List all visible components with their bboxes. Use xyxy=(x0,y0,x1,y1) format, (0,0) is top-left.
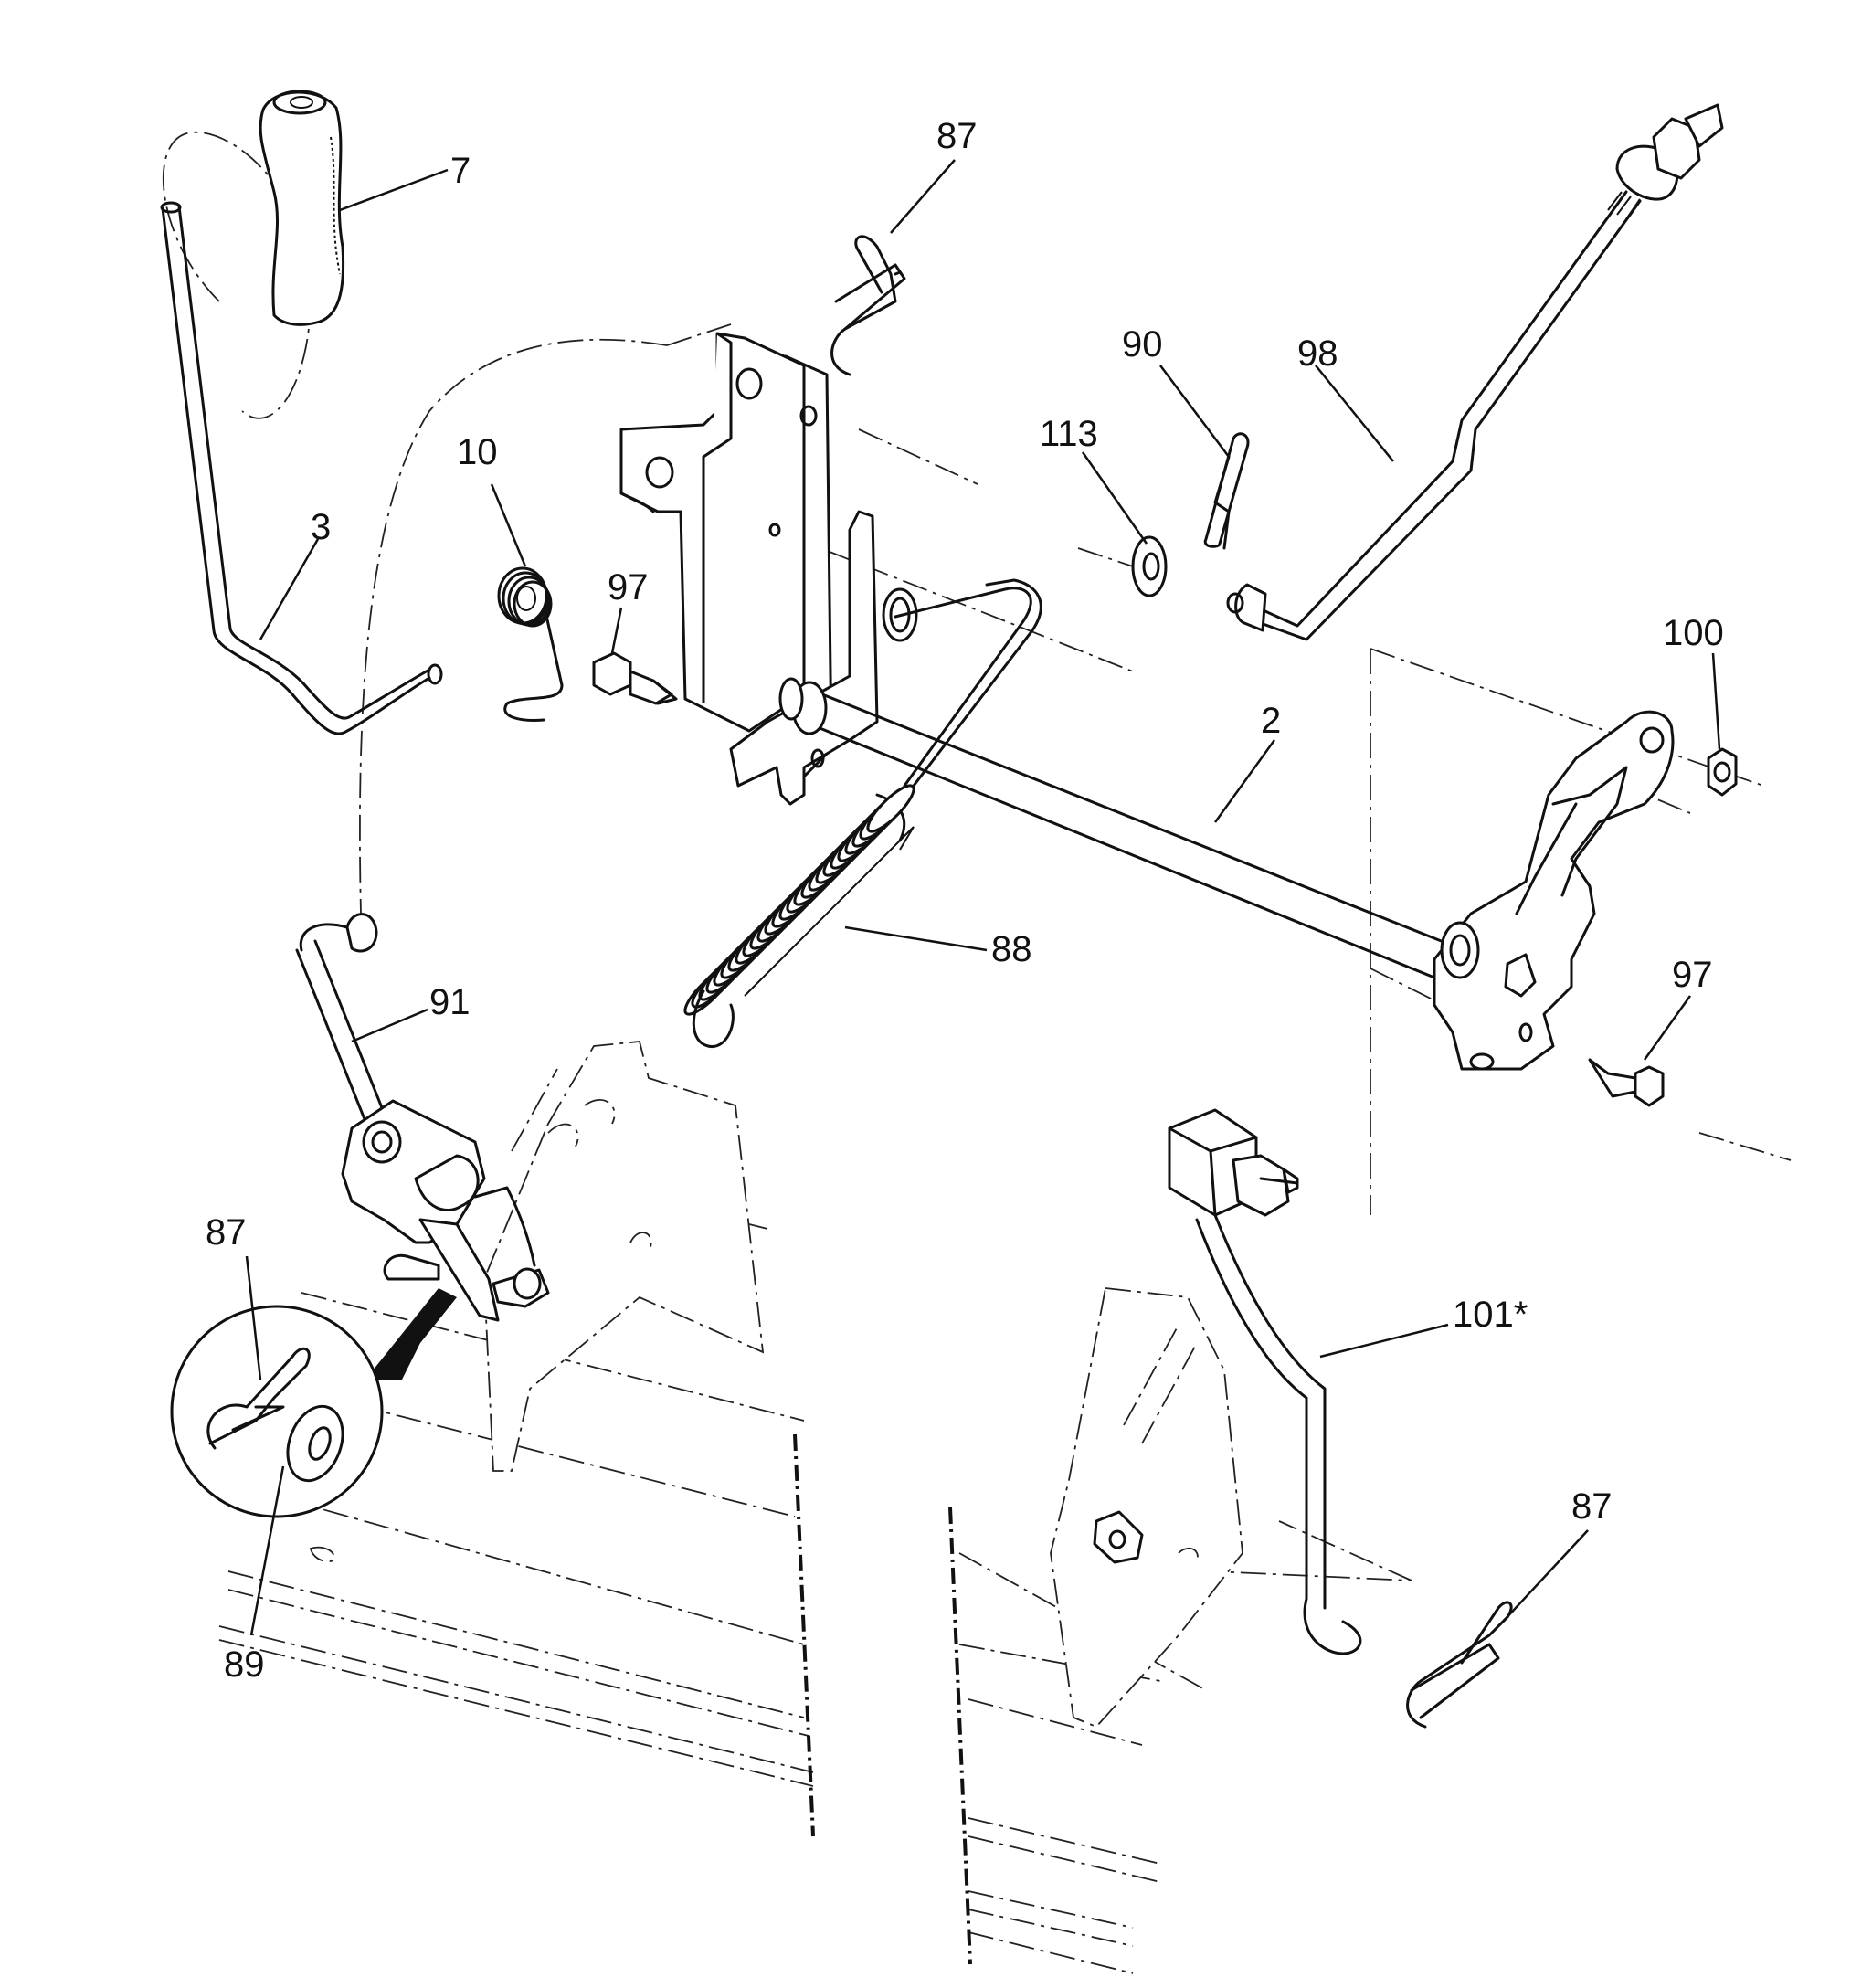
callout-100: 100 xyxy=(1663,613,1724,653)
callout-87-left: 87 xyxy=(206,1212,247,1253)
lift-lever-rod xyxy=(160,201,443,735)
callout-3: 3 xyxy=(311,507,331,547)
detail-circle xyxy=(170,1288,457,1518)
callout-89: 89 xyxy=(224,1644,265,1685)
bracket-pin xyxy=(1093,1510,1144,1564)
phantom-lines xyxy=(162,132,1792,1974)
washer-113 xyxy=(1131,535,1168,597)
extension-spring xyxy=(683,784,915,1048)
callout-97-left: 97 xyxy=(608,567,649,608)
deck-arm-left xyxy=(341,1099,550,1322)
hex-nut xyxy=(1707,747,1738,797)
callout-labels: 7 87 90 98 113 10 3 97 2 100 88 91 97 87… xyxy=(206,116,1724,1685)
lift-arm-right xyxy=(1433,710,1675,1071)
callout-87-top: 87 xyxy=(936,116,978,156)
handle-grip xyxy=(259,90,345,326)
callout-113: 113 xyxy=(1040,414,1098,454)
hitch-pin-clip-bottom xyxy=(1406,1601,1513,1729)
callout-101: 101* xyxy=(1453,1295,1528,1335)
callout-90: 90 xyxy=(1122,324,1163,365)
adjust-rod xyxy=(1226,103,1724,641)
callout-2: 2 xyxy=(1261,701,1281,741)
spring-coil xyxy=(866,784,915,833)
shoulder-bolt-left xyxy=(592,651,678,705)
callout-88: 88 xyxy=(991,929,1032,969)
callout-87-bottom: 87 xyxy=(1571,1486,1613,1527)
hitch-pin-clip-top xyxy=(830,235,906,376)
torsion-spring xyxy=(497,566,564,722)
callout-91: 91 xyxy=(429,982,471,1022)
deck-bracket-right xyxy=(1050,1287,1243,1729)
lower-link xyxy=(1168,1108,1362,1655)
deck-bracket-left xyxy=(483,1041,768,1472)
shoulder-bolt-right xyxy=(1588,1058,1665,1107)
section-cut-lines xyxy=(793,1433,972,1965)
callout-98: 98 xyxy=(1297,333,1338,374)
lift-link xyxy=(295,913,390,1135)
wire-link xyxy=(894,578,1042,788)
hairpin-90 xyxy=(1203,432,1250,550)
callout-10: 10 xyxy=(457,432,498,472)
callout-97-right: 97 xyxy=(1672,955,1713,995)
leader-lines xyxy=(245,159,1721,1636)
cross-shaft xyxy=(778,677,1454,979)
lift-bracket xyxy=(619,332,918,806)
callout-7: 7 xyxy=(450,151,471,191)
